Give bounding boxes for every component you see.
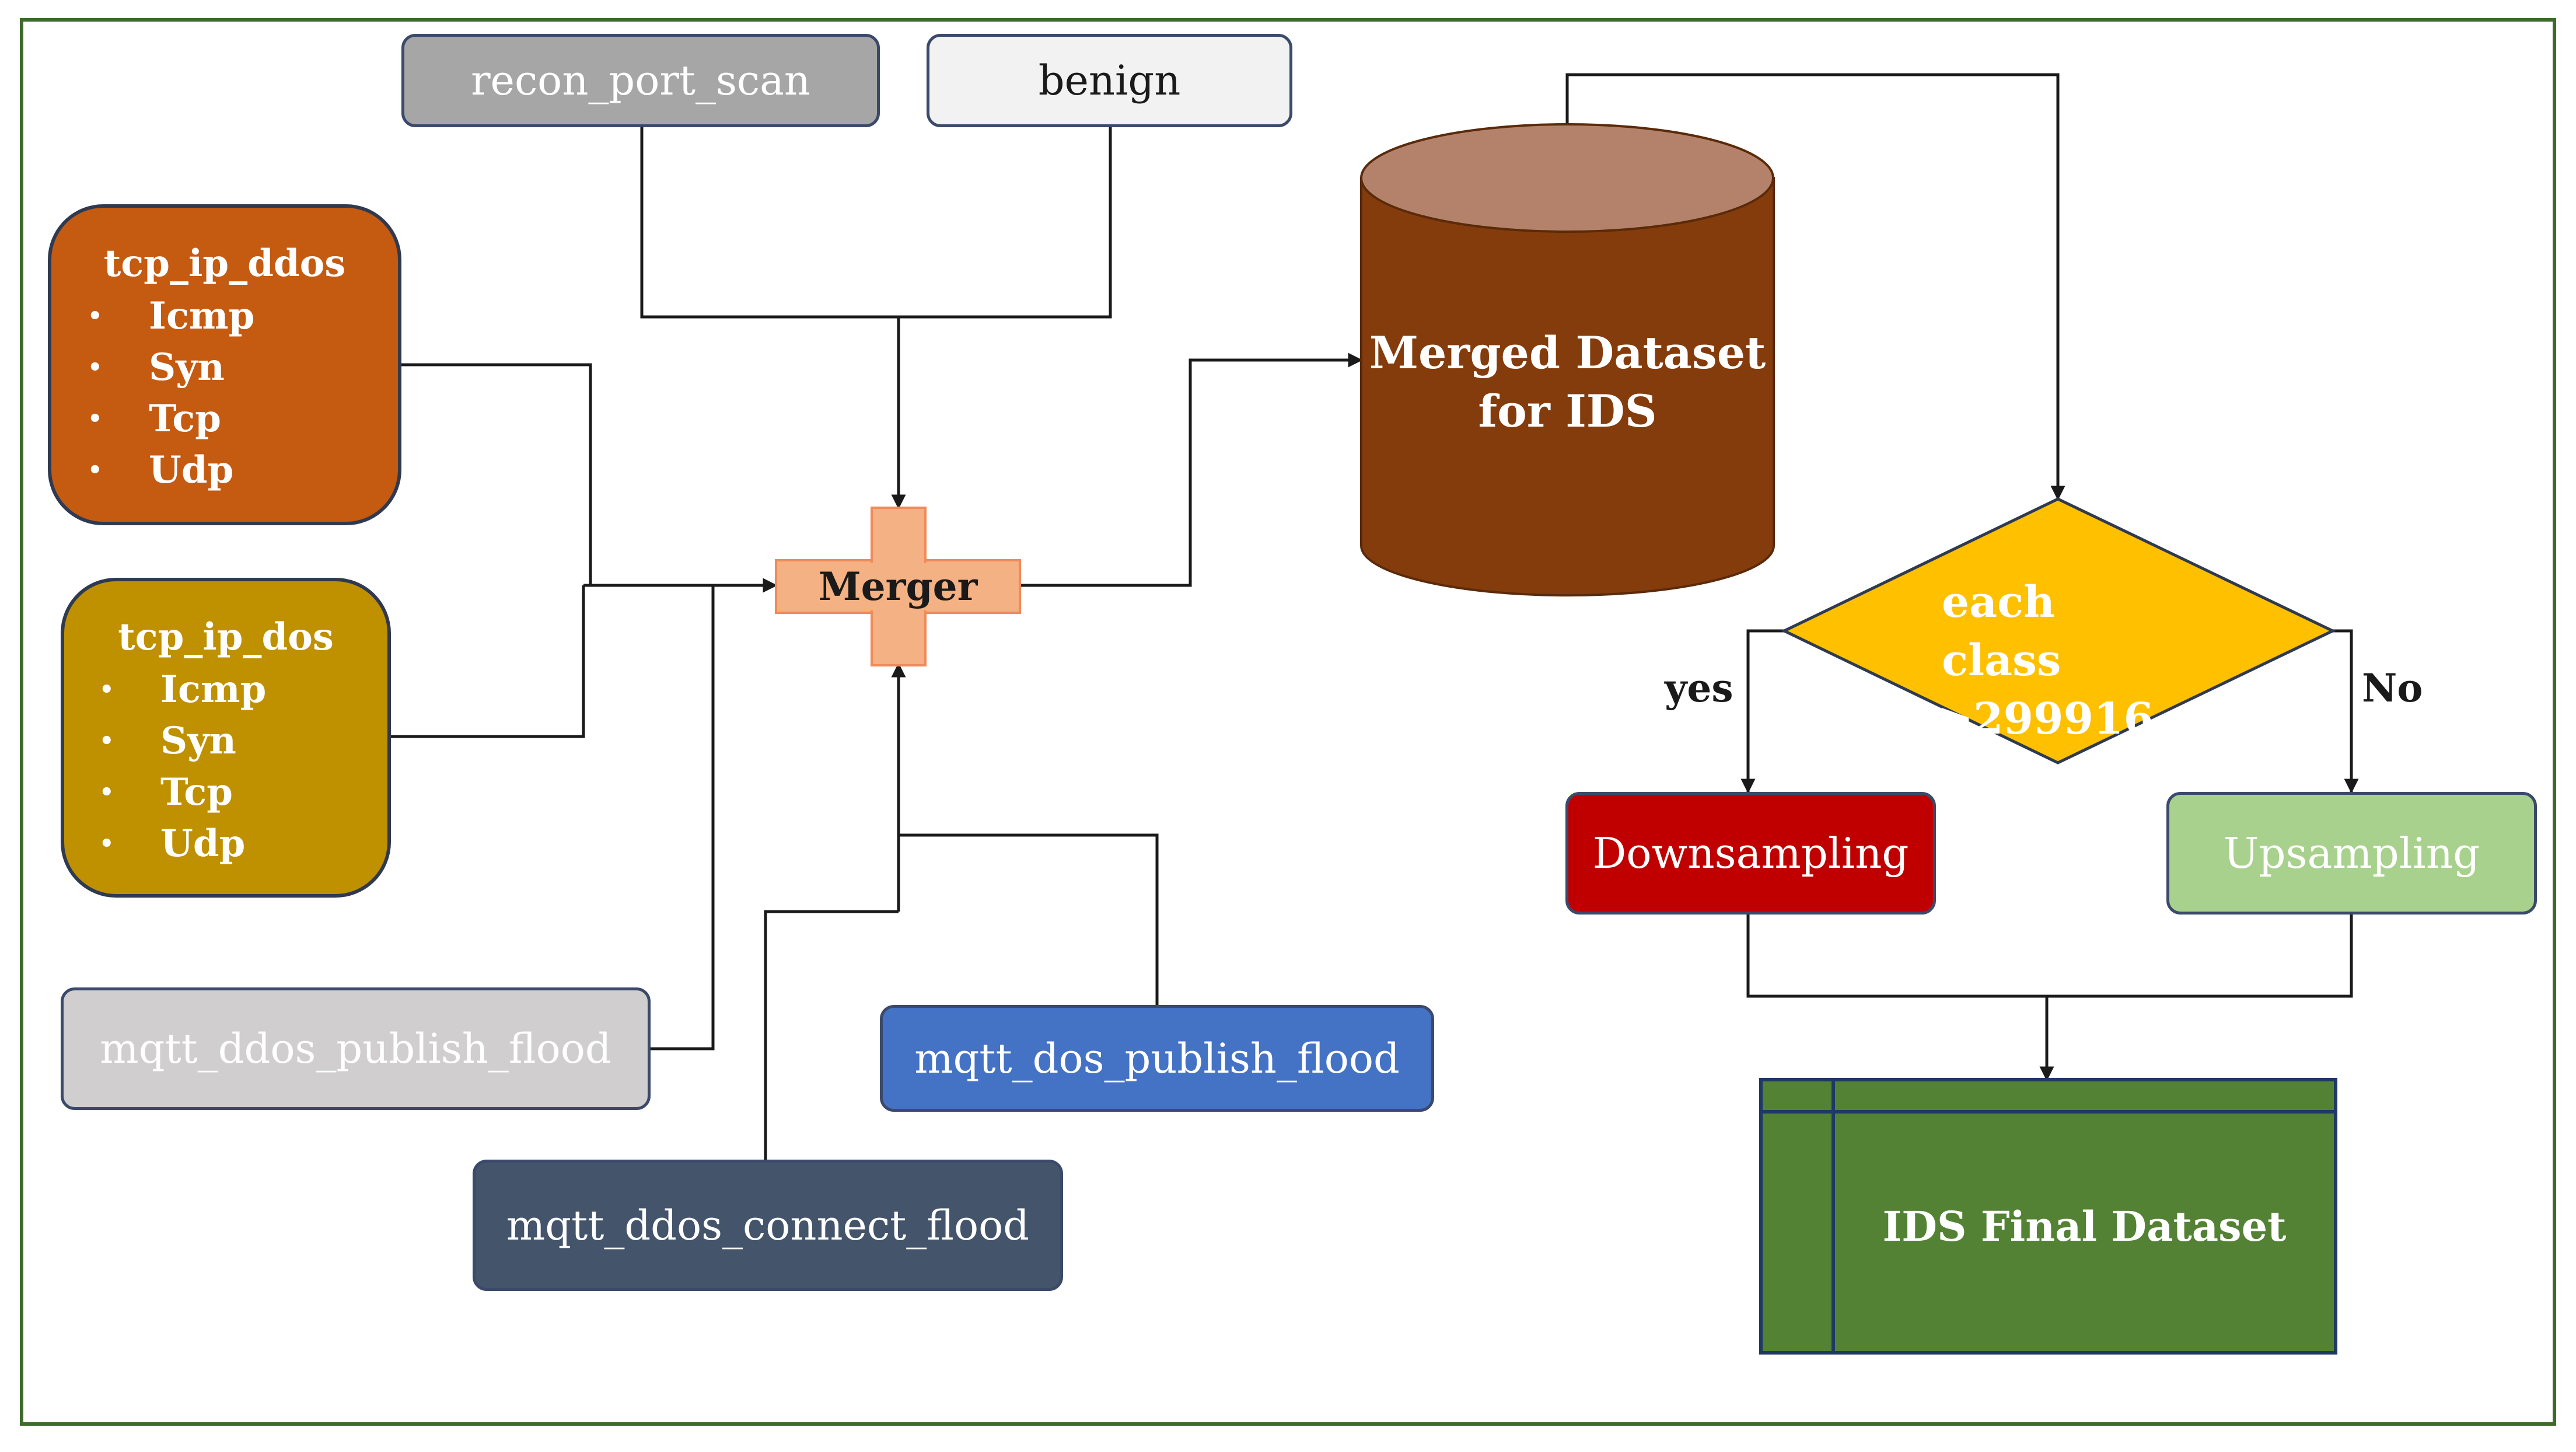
merged-dataset-line1: Merged Dataset <box>1369 327 1766 379</box>
connector-downsampling-to-final <box>1746 915 2353 998</box>
mqtt-dos-publish-flood-label: mqtt_dos_publish_flood <box>914 1034 1400 1083</box>
tcp-ip-ddos-title: tcp_ip_ddos <box>103 242 346 285</box>
recon-port-scan-box[interactable]: recon_port_scan <box>401 34 880 127</box>
mqtt-ddos-connect-flood-label: mqtt_ddos_connect_flood <box>506 1201 1030 1249</box>
decision-label[interactable]: each class >299916 <box>1937 573 2182 748</box>
recon-port-scan-label: recon_port_scan <box>471 57 810 104</box>
mqtt-ddos-publish-flood-label: mqtt_ddos_publish_flood <box>100 1025 611 1073</box>
benign-box[interactable]: benign <box>927 34 1292 127</box>
final-dataset-table-shape <box>1759 1078 2337 1355</box>
upsampling-box[interactable]: Upsampling <box>2166 792 2537 915</box>
tcp-ip-dos-box[interactable]: tcp_ip_dos •Icmp •Syn •Tcp •Udp <box>61 578 391 898</box>
tcp-ip-ddos-box[interactable]: tcp_ip_ddos •Icmp •Syn •Tcp •Udp <box>48 204 401 525</box>
cylinder-top <box>1360 123 1774 233</box>
tcp-ip-dos-title: tcp_ip_dos <box>118 615 334 659</box>
decision-line1: each class <box>1942 577 2061 686</box>
yes-label: yes <box>1665 665 1733 711</box>
merger-label[interactable]: Merger <box>818 564 978 609</box>
decision-diamond <box>1781 497 2336 765</box>
benign-label: benign <box>1038 57 1181 104</box>
connector-mqtt-ddos-publish-flood <box>651 585 715 1050</box>
downsampling-label: Downsampling <box>1592 829 1909 878</box>
merged-dataset-label[interactable]: Merged Dataset for IDS <box>1361 324 1774 441</box>
final-dataset-body <box>1759 1078 2337 1355</box>
connector-tcp-ip-ddos <box>401 363 592 585</box>
connector-tcp-ip-dos <box>391 585 585 738</box>
merger-shape <box>775 507 1021 666</box>
arrow-no-to-upsampling <box>2333 629 2359 794</box>
connector-mqtt-dos-publish-flood <box>899 833 1159 1005</box>
mqtt-ddos-publish-flood-box[interactable]: mqtt_ddos_publish_flood <box>61 987 651 1110</box>
diagram-frame <box>20 18 2556 1426</box>
no-label: No <box>2362 665 2423 711</box>
arrow-yes-to-downsampling <box>1740 629 1784 794</box>
arrow-merger-to-dataset <box>1020 352 1363 587</box>
connector-recon-port-scan <box>640 127 899 319</box>
connector-benign <box>899 127 1112 319</box>
merged-dataset-cylinder <box>1360 123 1775 597</box>
cylinder-body <box>1360 177 1775 597</box>
decision-line2: >299916 <box>1937 694 2154 744</box>
downsampling-box[interactable]: Downsampling <box>1565 792 1936 915</box>
connector-mqtt-ddos-connect-flood <box>764 910 899 1160</box>
mqtt-ddos-connect-flood-box[interactable]: mqtt_ddos_connect_flood <box>473 1160 1063 1291</box>
mqtt-dos-publish-flood-box[interactable]: mqtt_dos_publish_flood <box>880 1005 1434 1112</box>
final-dataset-label[interactable]: IDS Final Dataset <box>1882 1202 2287 1251</box>
merged-dataset-line2: for IDS <box>1478 385 1657 437</box>
upsampling-label: Upsampling <box>2223 829 2480 878</box>
arrow-dataset-to-decision <box>1565 73 2065 501</box>
